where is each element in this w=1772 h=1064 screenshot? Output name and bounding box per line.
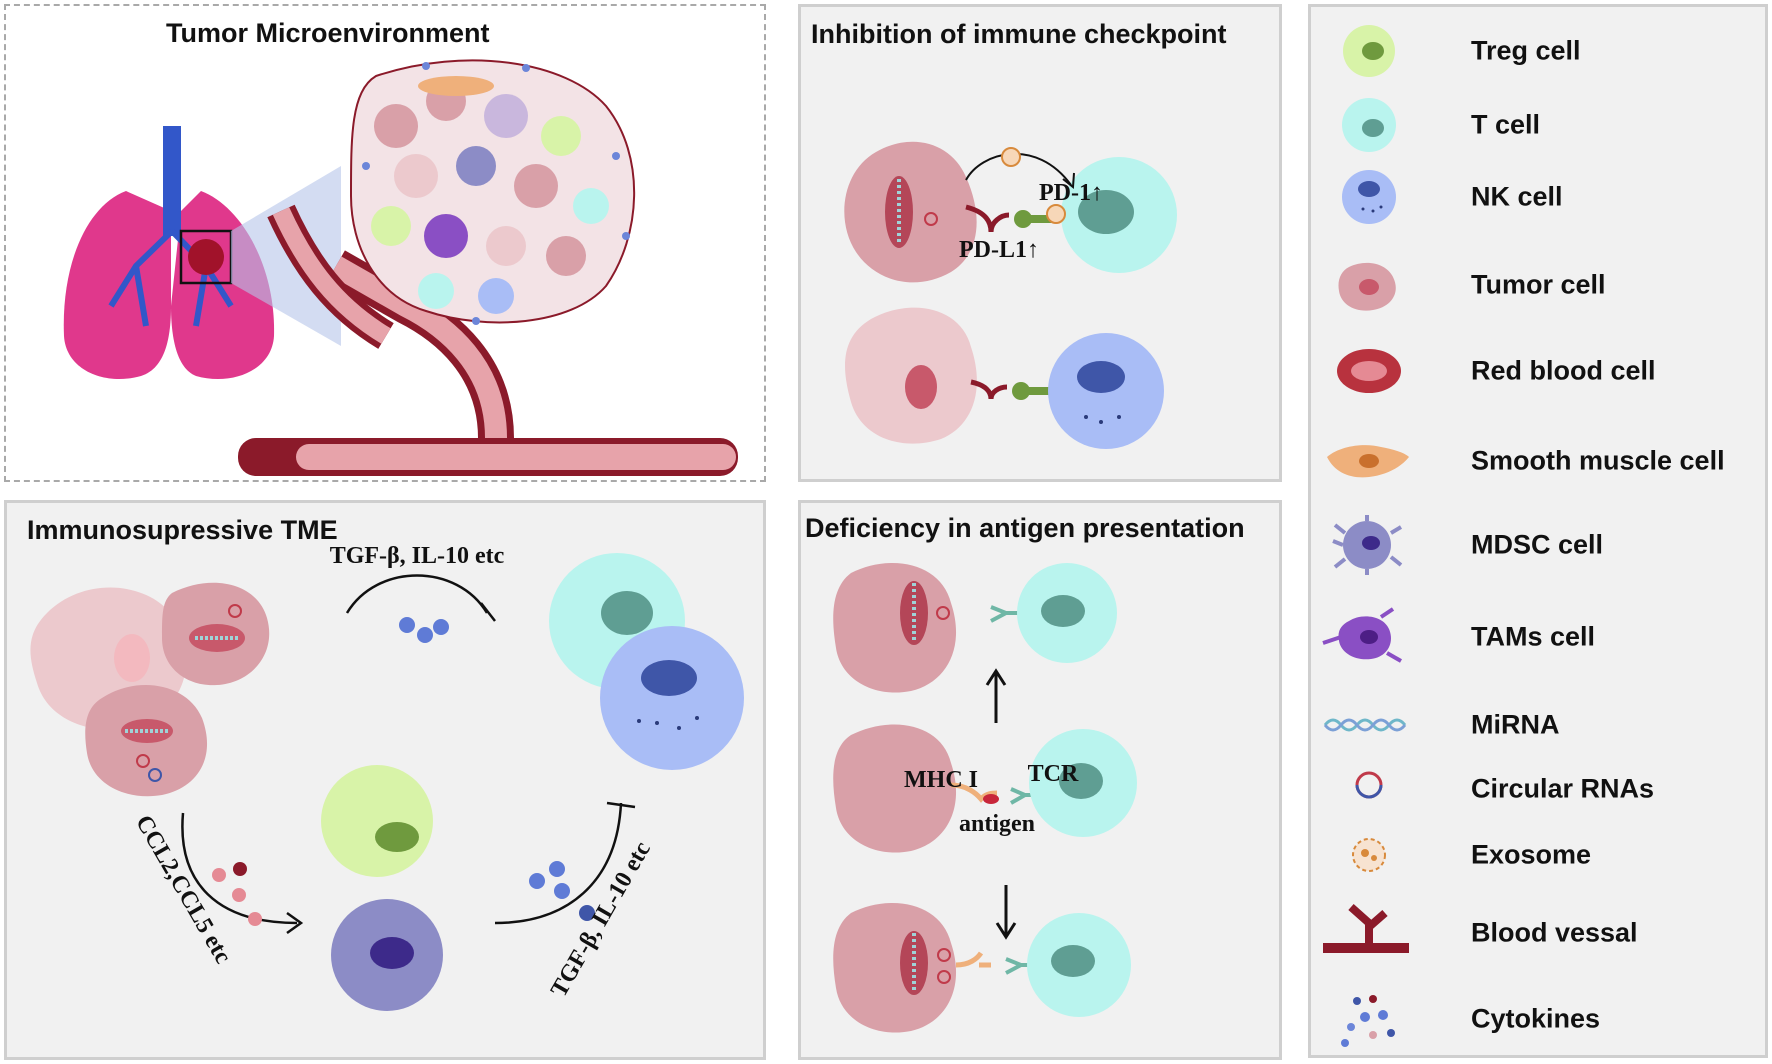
legend-label: Exosome: [1471, 839, 1592, 870]
lungs-icon: [63, 126, 341, 380]
legend-item-rbc: Red blood cell: [1311, 341, 1765, 401]
tcr-label: TCR: [1028, 761, 1079, 787]
legend-item-circular-rna: Circular RNAs: [1311, 759, 1765, 819]
circular-rna-icon: [1355, 771, 1383, 799]
tumor-mass-icon: [349, 59, 636, 325]
legend-label: Blood vessal: [1471, 917, 1638, 948]
legend-label: TAMs cell: [1471, 621, 1596, 652]
blood-vessel-icon: [238, 204, 738, 476]
immune-checkpoint-panel: Inhibition of immune checkpoint PD-1↑ PD…: [798, 4, 1282, 482]
legend-item-exosome: Exosome: [1311, 825, 1765, 885]
legend-item-tam: TAMs cell: [1311, 607, 1765, 667]
legend-item-mirna: MiRNA: [1311, 695, 1765, 755]
legend-label: T cell: [1471, 109, 1541, 140]
legend-label: MDSC cell: [1471, 529, 1604, 560]
mhc-label: MHC I: [904, 767, 978, 793]
tam-cell-icon: [1322, 607, 1402, 663]
legend-item-t-cell: T cell: [1311, 95, 1765, 155]
legend-item-mdsc: MDSC cell: [1311, 515, 1765, 575]
nk-cell-target: [600, 626, 744, 770]
mhc-i-icon: [950, 782, 998, 803]
circular-rna-icon: [924, 212, 938, 226]
tumor-cell-bottom: [833, 903, 957, 1033]
immuno-illustration: TGF-β, IL-10 etc CCL2,CCL5 etc TGF-β, IL…: [30, 543, 744, 1011]
tumor-cell-middle: [833, 724, 957, 853]
mdsc-cell-icon: [1332, 515, 1403, 575]
exosome-icon: [1001, 147, 1021, 167]
legend-label: MiRNA: [1471, 709, 1560, 740]
immunosuppressive-tme-panel: Immunosupressive TME TGF-β, IL-10 etc C: [4, 500, 766, 1060]
inhibition-arc-top: [345, 574, 489, 614]
right-cytokine-label: TGF-β, IL-10 etc: [546, 837, 656, 1002]
legend-item-blood-vessel: Blood vessal: [1311, 903, 1765, 963]
legend-item-cytokines: Cytokines: [1311, 989, 1765, 1049]
pd-l1-receptor-icon: [965, 204, 1010, 233]
cytokine-dot: [399, 617, 415, 633]
legend-label: Smooth muscle cell: [1471, 445, 1725, 476]
pd-1-receptor-icon: [1014, 210, 1032, 228]
legend-item-smooth-muscle: Smooth muscle cell: [1311, 431, 1765, 491]
t-cell-icon: [1342, 98, 1396, 152]
legend-item-tumor-cell: Tumor cell: [1311, 255, 1765, 315]
red-blood-cell-icon: [1337, 349, 1401, 393]
legend-label: Red blood cell: [1471, 355, 1656, 386]
smooth-muscle-cell-icon: [1327, 445, 1409, 478]
inhibition-arc-right: [494, 802, 623, 925]
antigen-presentation-panel: Deficiency in antigen presentation MHC I…: [798, 500, 1282, 1060]
legend-label: Cytokines: [1471, 1003, 1601, 1034]
panel-title-checkpoint: Inhibition of immune checkpoint: [811, 19, 1227, 49]
antigen-icon: [983, 794, 999, 804]
pdl1-label: PD-L1↑: [959, 237, 1039, 263]
antigen-illustration: MHC I TCR antigen: [833, 563, 1137, 1033]
legend-label: NK cell: [1471, 181, 1563, 212]
recruitment-arrow: [181, 812, 298, 925]
antigen-label: antigen: [959, 811, 1035, 837]
exosome-icon: [1352, 838, 1386, 872]
treg-cell-icon: [1343, 25, 1395, 77]
legend-label: Tumor cell: [1471, 269, 1606, 300]
tumor-cell-icon: [1338, 262, 1396, 311]
legend-label: Circular RNAs: [1471, 773, 1655, 804]
tumor-cell-top: [833, 563, 957, 693]
legend-item-treg: Treg cell: [1311, 21, 1765, 81]
blood-vessel-icon: [1323, 904, 1409, 953]
legend-label: Treg cell: [1471, 35, 1581, 66]
cytokines-icon: [1341, 995, 1395, 1047]
panel-title-tme: Tumor Microenvironment: [166, 18, 490, 48]
treg-cell: [321, 765, 433, 877]
mirna-icon: [1323, 718, 1407, 732]
checkpoint-illustration: PD-1↑ PD-L1↑: [844, 141, 1177, 449]
legend-item-nk-cell: NK cell: [1311, 167, 1765, 227]
pd1-label: PD-1↑: [1039, 180, 1103, 206]
top-cytokine-label: TGF-β, IL-10 etc: [330, 543, 505, 569]
legend-panel: Treg cell T cell NK cell Tumor cell Red …: [1308, 4, 1768, 1058]
tme-illustration: [63, 59, 738, 476]
tumor-microenvironment-panel: Tumor Microenvironment: [4, 4, 766, 482]
panel-title-antigen: Deficiency in antigen presentation: [805, 513, 1245, 543]
nk-cell-icon: [1342, 170, 1396, 224]
panel-title-immuno: Immunosupressive TME: [27, 515, 338, 545]
